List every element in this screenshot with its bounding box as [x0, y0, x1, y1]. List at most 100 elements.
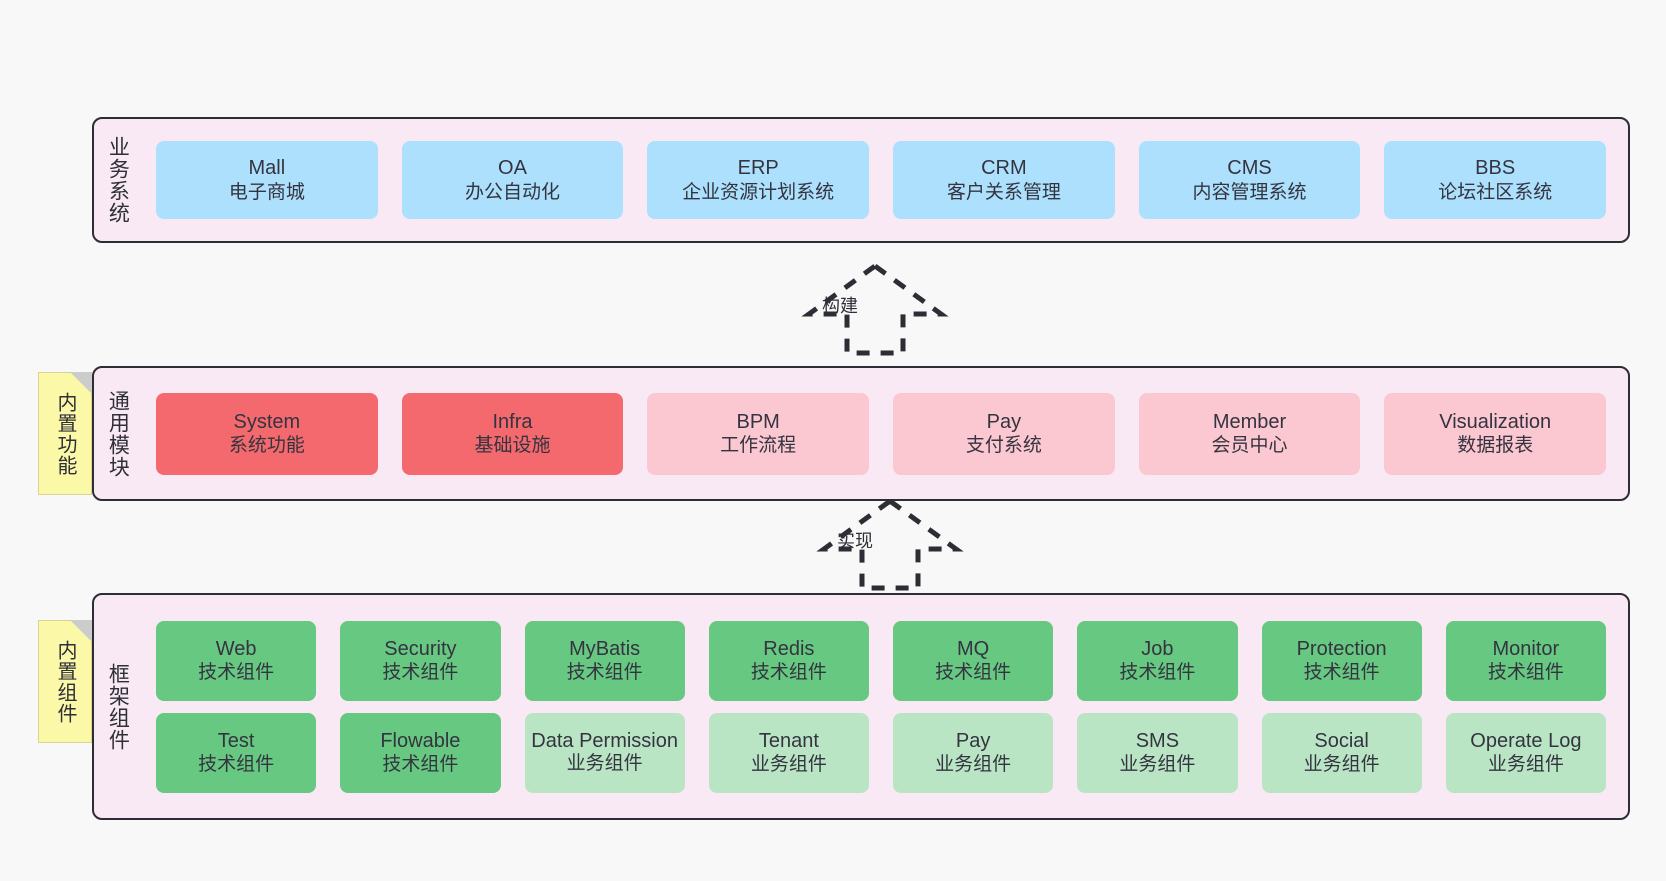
- card-title-en: Visualization: [1439, 410, 1552, 433]
- card-title-en: Monitor: [1492, 637, 1560, 660]
- card-title-en: Flowable: [380, 729, 461, 752]
- card-title-en: CMS: [1227, 157, 1272, 180]
- card-title-en: MQ: [957, 637, 990, 660]
- card-title-en: ERP: [737, 157, 779, 180]
- card-title-cn: 技术组件: [1119, 662, 1196, 684]
- card-bpm[interactable]: BPM 工作流程: [647, 392, 870, 475]
- card-title-cn: 技术组件: [382, 662, 459, 684]
- card-test[interactable]: Test 技术组件: [156, 712, 317, 793]
- card-infra[interactable]: Infra 基础设施: [401, 392, 624, 475]
- card-title-en: Web: [215, 637, 257, 660]
- layer-title-common: 通用模块: [106, 389, 130, 478]
- card-pay[interactable]: Pay 支付系统: [893, 392, 1115, 475]
- connector-implement-label: 实现: [837, 531, 873, 551]
- card-title-cn: 客户关系管理: [946, 181, 1061, 203]
- card-title-en: BPM: [736, 410, 780, 433]
- card-monitor[interactable]: Monitor 技术组件: [1445, 620, 1606, 701]
- card-erp[interactable]: ERP 企业资源计划系统: [647, 141, 870, 219]
- card-title-en: Test: [217, 729, 255, 752]
- note-builtin-components-label: 内置组件: [54, 639, 76, 724]
- card-title-en: BBS: [1475, 157, 1516, 180]
- card-sms[interactable]: SMS 业务组件: [1077, 712, 1238, 793]
- card-pay-business[interactable]: Pay 业务组件: [893, 712, 1054, 793]
- card-title-en: Member: [1212, 410, 1287, 433]
- card-title-en: Security: [384, 637, 457, 660]
- card-title-cn: 技术组件: [750, 662, 827, 684]
- card-crm[interactable]: CRM 客户关系管理: [893, 141, 1115, 219]
- card-title-cn: 业务组件: [1303, 754, 1380, 776]
- card-title-cn: 技术组件: [382, 754, 459, 776]
- card-member[interactable]: Member 会员中心: [1138, 392, 1361, 475]
- card-title-cn: 业务组件: [935, 754, 1012, 776]
- card-title-en: Social: [1314, 729, 1369, 752]
- card-title-en: System: [233, 410, 301, 433]
- layer-framework-component: 框架组件 Web 技术组件 Security 技术组件 MyBatis 技术组件…: [92, 593, 1630, 820]
- card-web[interactable]: Web 技术组件: [156, 620, 317, 701]
- card-title-cn: 业务组件: [1487, 754, 1564, 776]
- card-title-cn: 技术组件: [566, 662, 643, 684]
- card-mybatis[interactable]: MyBatis 技术组件: [524, 620, 685, 701]
- card-security[interactable]: Security 技术组件: [340, 620, 501, 701]
- card-mall[interactable]: Mall 电子商城: [156, 141, 378, 219]
- card-title-en: SMS: [1135, 729, 1180, 752]
- connector-build: 构建: [800, 262, 950, 357]
- card-title-cn: 技术组件: [935, 662, 1012, 684]
- card-title-en: Pay: [955, 729, 991, 752]
- card-mq[interactable]: MQ 技术组件: [893, 620, 1054, 701]
- card-title-en: Infra: [492, 410, 533, 433]
- card-title-cn: 内容管理系统: [1192, 181, 1307, 203]
- card-title-en: Job: [1141, 637, 1174, 660]
- connector-implement: 实现: [815, 497, 965, 592]
- card-job[interactable]: Job 技术组件: [1077, 620, 1238, 701]
- card-redis[interactable]: Redis 技术组件: [708, 620, 869, 701]
- card-social[interactable]: Social 业务组件: [1261, 712, 1422, 793]
- card-title-cn: 业务组件: [750, 754, 827, 776]
- card-title-en: OA: [498, 157, 527, 180]
- card-operate-log[interactable]: Operate Log 业务组件: [1445, 712, 1606, 793]
- card-title-cn: 系统功能: [228, 435, 305, 457]
- layer-body-business: Mall 电子商城 OA 办公自动化 ERP 企业资源计划系统 CRM 客户关系…: [140, 119, 1628, 241]
- card-title-cn: 技术组件: [198, 754, 275, 776]
- card-system[interactable]: System 系统功能: [156, 392, 378, 475]
- note-builtin-components: 内置组件: [38, 620, 92, 743]
- card-title-cn: 企业资源计划系统: [682, 181, 835, 203]
- framework-row-technical: Web 技术组件 Security 技术组件 MyBatis 技术组件 Redi…: [144, 620, 1618, 701]
- card-oa[interactable]: OA 办公自动化: [401, 141, 624, 219]
- layer-common-module: 通用模块 System 系统功能 Infra 基础设施 BPM 工作流程 Pay…: [92, 366, 1630, 501]
- card-title-cn: 技术组件: [198, 662, 275, 684]
- card-tenant[interactable]: Tenant 业务组件: [708, 712, 869, 793]
- card-title-cn: 支付系统: [965, 435, 1042, 457]
- card-title-cn: 技术组件: [1303, 662, 1380, 684]
- layer-business-system: 业务系统 Mall 电子商城 OA 办公自动化 ERP 企业资源计划系统 CRM…: [92, 117, 1630, 243]
- card-title-en: Pay: [986, 410, 1022, 433]
- card-title-en: Mall: [248, 157, 286, 180]
- card-visualization[interactable]: Visualization 数据报表: [1384, 392, 1607, 475]
- layer-body-framework: Web 技术组件 Security 技术组件 MyBatis 技术组件 Redi…: [140, 595, 1628, 818]
- card-title-en: CRM: [981, 157, 1027, 180]
- card-title-cn: 业务组件: [1119, 754, 1196, 776]
- framework-row-business: Test 技术组件 Flowable 技术组件 Data Permission …: [144, 712, 1618, 793]
- card-title-cn: 会员中心: [1211, 435, 1288, 457]
- card-title-cn: 数据报表: [1457, 435, 1534, 457]
- card-cms[interactable]: CMS 内容管理系统: [1138, 141, 1361, 219]
- card-title-en: Redis: [763, 637, 815, 660]
- card-title-en: Tenant: [758, 729, 819, 752]
- note-builtin-features: 内置功能: [38, 372, 92, 495]
- card-data-permission[interactable]: Data Permission 业务组件: [524, 712, 685, 793]
- card-title-cn: 论坛社区系统: [1438, 181, 1553, 203]
- connector-build-label: 构建: [822, 296, 858, 316]
- card-title-cn: 工作流程: [720, 435, 797, 457]
- card-title-cn: 技术组件: [1487, 662, 1564, 684]
- card-title-cn: 业务组件: [566, 753, 643, 775]
- layer-title-business: 业务系统: [106, 136, 130, 224]
- note-builtin-features-label: 内置功能: [54, 391, 76, 476]
- card-protection[interactable]: Protection 技术组件: [1261, 620, 1422, 701]
- card-title-en: Protection: [1296, 637, 1387, 660]
- card-title-en: Data Permission: [531, 729, 678, 752]
- card-title-en: MyBatis: [569, 637, 641, 660]
- card-flowable[interactable]: Flowable 技术组件: [340, 712, 501, 793]
- layer-body-common: System 系统功能 Infra 基础设施 BPM 工作流程 Pay 支付系统…: [140, 368, 1628, 499]
- card-bbs[interactable]: BBS 论坛社区系统: [1384, 141, 1607, 219]
- card-title-cn: 电子商城: [228, 181, 305, 203]
